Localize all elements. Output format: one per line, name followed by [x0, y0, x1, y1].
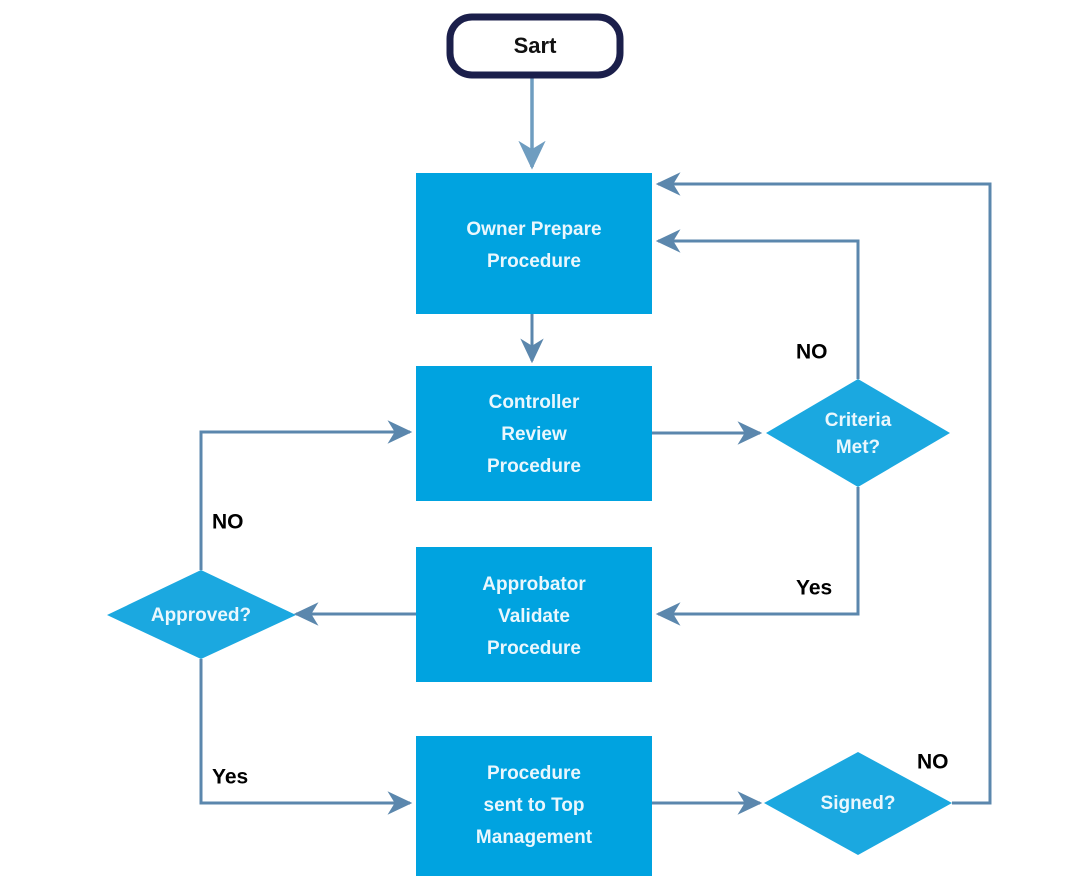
edge-label-criteria-yes: Yes: [796, 577, 832, 600]
edge-label-signed-no: NO: [917, 751, 949, 774]
approbator-validate-shape: [416, 547, 652, 682]
criteria-met-shape: [766, 379, 950, 487]
node-start[interactable]: Sart: [446, 13, 624, 79]
start-label: Sart: [514, 33, 557, 58]
edge-criteria-met-yes-to-approbator-validate: [655, 487, 860, 626]
edge-criteria-met-no-to-owner-prepare: [655, 229, 860, 379]
edge-label-criteria-no: NO: [796, 341, 828, 364]
top-management-shape: [416, 736, 652, 876]
edge-signed-no-to-owner-prepare: [655, 172, 992, 805]
node-approved[interactable]: Approved?: [107, 570, 296, 659]
edge-label-approved-yes: Yes: [212, 766, 248, 789]
owner-prepare-shape: [416, 173, 652, 314]
controller-review-shape: [416, 366, 652, 501]
node-controller-review[interactable]: Controller Review Procedure: [416, 366, 652, 501]
edge-label-approved-no: NO: [212, 511, 244, 534]
node-approbator-validate[interactable]: Approbator Validate Procedure: [416, 547, 652, 682]
approved-shape: [107, 570, 296, 659]
node-owner-prepare[interactable]: Owner Prepare Procedure: [416, 173, 652, 314]
node-criteria-met[interactable]: Criteria Met?: [766, 379, 950, 487]
node-top-management[interactable]: Procedure sent to Top Management: [416, 736, 652, 876]
signed-shape: [764, 752, 952, 855]
start-shape: [446, 13, 624, 79]
edge-approved-yes-to-top-management: [199, 659, 413, 815]
edge-approved-no-to-controller-review: [199, 420, 413, 570]
